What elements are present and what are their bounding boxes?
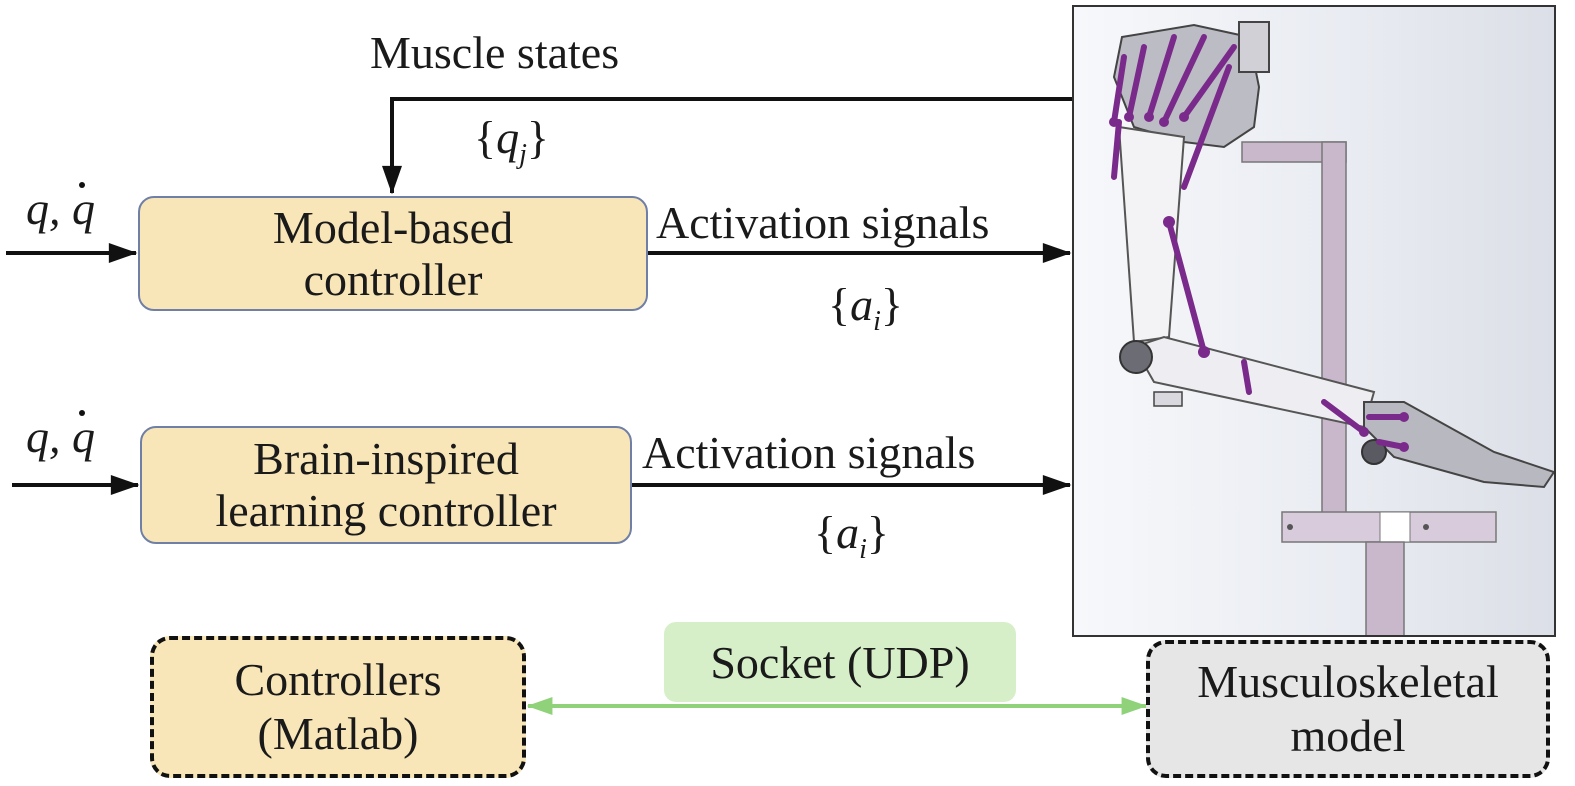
- controller-1-line1: Model-based: [272, 201, 514, 253]
- learning-controller-box: Brain-inspired learning controller: [140, 426, 632, 544]
- activation-symbol-1: {ai}: [828, 279, 903, 337]
- activation-label-1: Activation signals: [656, 197, 990, 248]
- controller-2-line2: learning controller: [215, 485, 557, 536]
- feedback-arrow: [382, 97, 1072, 195]
- socket-udp-label: Socket (UDP): [664, 622, 1016, 702]
- controller-2-line1: Brain-inspired: [253, 433, 519, 484]
- feedback-title: Muscle states: [370, 27, 620, 78]
- activation-label-2: Activation signals: [642, 427, 976, 478]
- qdot-1: q: [72, 182, 95, 234]
- controllers-matlab-line2: (Matlab): [257, 708, 419, 759]
- model-based-controller-box: Model-based controller: [138, 196, 648, 311]
- activation-symbol-2: {ai}: [814, 507, 889, 565]
- model-line2: model: [1290, 710, 1406, 761]
- controller-1-line2: controller: [303, 253, 483, 305]
- feedback-symbol: {qj}: [474, 112, 549, 170]
- controllers-matlab-line1: Controllers: [234, 654, 442, 705]
- model-line1: Musculoskeletal: [1197, 656, 1499, 707]
- input-vars-2: q, q: [26, 410, 95, 462]
- input-vars-1: q, q: [26, 182, 95, 234]
- musculoskeletal-model-box: Musculoskeletal model: [1146, 640, 1550, 778]
- arm-model-render: [1072, 5, 1556, 637]
- qdot-2: q: [72, 410, 95, 462]
- arm-illustration: [1109, 21, 1554, 635]
- controllers-matlab-box: Controllers (Matlab): [150, 636, 526, 778]
